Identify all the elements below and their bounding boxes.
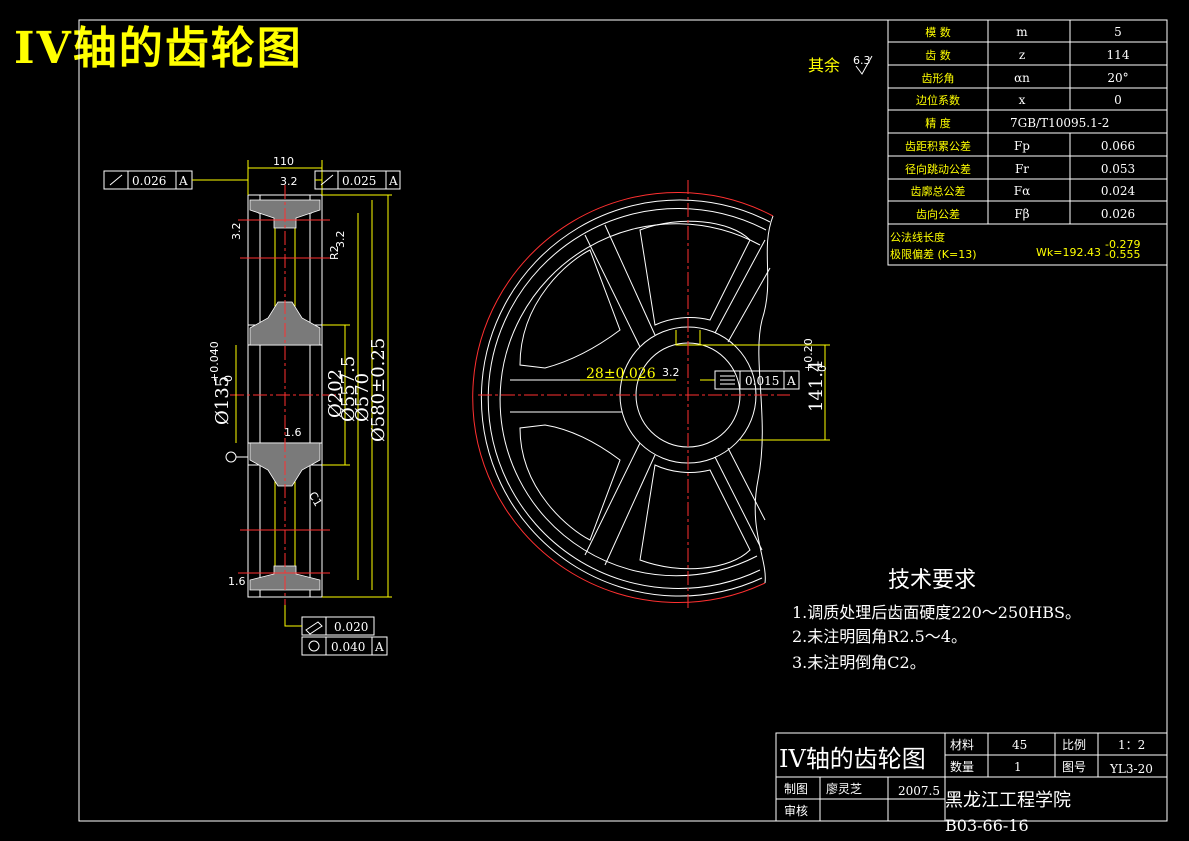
param-symbol: Fα: [1014, 184, 1030, 198]
param-symbol: Fp: [1014, 139, 1030, 153]
tech-req-2: 2.未注明圆角R2.5～4。: [792, 627, 967, 646]
tol-parallel-datum: A: [374, 640, 384, 654]
tb-qty: 1: [1014, 760, 1022, 774]
wk-tol-lower: -0.555: [1105, 248, 1140, 261]
dim-width: 110: [273, 155, 294, 168]
roughness-other-label: 其余: [808, 56, 840, 75]
tech-req-1: 1.调质处理后齿面硬度220～250HBS。: [792, 603, 1081, 622]
dia-bore-tol-upper: +0.040: [208, 341, 221, 382]
tb-drawing-no-label: 图号: [1062, 760, 1086, 774]
tech-req-title: 技术要求: [888, 568, 976, 593]
dia-tip: Ø580±0.25: [368, 338, 389, 442]
wk-label-line2: 极限偏差 (K=13): [890, 247, 977, 261]
param-name: 齿向公差: [916, 207, 960, 221]
tol-flat-value: 0.020: [334, 620, 368, 634]
tb-title: IV轴的齿轮图: [779, 745, 926, 773]
roughness-bottom: 1.6: [228, 575, 246, 588]
section-centerlines: [230, 185, 340, 605]
param-value: 0.026: [1101, 207, 1135, 221]
tol-frame-right: [314, 170, 401, 190]
dia-root: Ø570: [352, 373, 373, 422]
param-symbol: Fr: [1015, 162, 1029, 176]
param-value: 0.024: [1101, 184, 1136, 198]
tol-right-datum: A: [388, 174, 398, 188]
param-value: 0.066: [1101, 139, 1135, 153]
dia-hub: Ø202: [325, 369, 346, 418]
tol-left-datum: A: [178, 174, 188, 188]
param-name: 齿形角: [922, 72, 955, 85]
param-symbol: x: [1019, 93, 1026, 107]
tb-date: 2007.5: [898, 784, 940, 798]
parameter-rows: 模 数 m 5 齿 数 z 114 齿形角 αn 20° 边位系数 x 0 精 度 7GB/T10095.…: [905, 25, 1136, 221]
roughness-top: 3.2: [280, 175, 298, 188]
tb-material-label: 材料: [950, 738, 974, 752]
tol-frame-bottom: [284, 605, 388, 656]
datum-symbol: [225, 451, 248, 463]
param-symbol: z: [1019, 48, 1025, 62]
param-value: 0.053: [1101, 162, 1135, 176]
tb-checked-label: 审核: [784, 803, 808, 818]
key-depth-tol: +0.20: [802, 338, 815, 372]
key-width: 28±0.026: [586, 366, 656, 382]
section-dimensions: [235, 160, 392, 598]
tol-frame-left: [103, 170, 248, 190]
param-name: 齿 数: [925, 49, 951, 62]
page-title: IV轴的齿轮图: [14, 23, 303, 74]
dia-web: Ø557.5: [338, 356, 359, 422]
roughness-left: 3.2: [230, 223, 243, 241]
roughness-chamfer: C1: [306, 490, 325, 509]
dia-bore-tol-lower: 0: [222, 375, 235, 382]
param-symbol: Fβ: [1014, 207, 1029, 221]
param-symbol: m: [1016, 25, 1028, 39]
title-block: [775, 732, 1168, 822]
wk-tol-upper: -0.279: [1105, 238, 1140, 251]
sym-tol-datum: A: [786, 374, 796, 388]
roughness-other-value: 6.3: [853, 54, 871, 67]
param-value: 7GB/T10095.1-2: [1010, 116, 1109, 130]
tol-parallel-value: 0.040: [331, 640, 365, 654]
param-name: 齿距积累公差: [905, 139, 971, 153]
tb-drawn-by: 廖灵芝: [826, 781, 862, 796]
roughness-inner: R2: [328, 245, 341, 260]
param-name: 径向跳动公差: [905, 162, 971, 176]
tech-req-3: 3.未注明倒角C2。: [792, 653, 926, 672]
key-depth-tol-lower: 0: [816, 365, 829, 372]
roughness-inner2: 3.2: [334, 231, 347, 249]
roughness-other-symbol: [855, 55, 873, 75]
drawing-frame: [78, 19, 1168, 822]
param-name: 精 度: [925, 116, 951, 130]
tb-drawing-no: YL3-20: [1109, 762, 1153, 776]
tb-school: 黑龙江工程学院: [945, 790, 1071, 811]
front-view: [472, 180, 830, 610]
param-value: 114: [1107, 48, 1130, 62]
key-depth: 141.4: [806, 360, 827, 412]
roughness-mid: 1.6: [284, 426, 302, 439]
gear-parameter-table: [887, 19, 1168, 266]
tol-right-value: 0.025: [342, 174, 376, 188]
key-roughness: 3.2: [662, 366, 680, 379]
param-name: 模 数: [925, 26, 951, 39]
wk-value: Wk=192.43: [1036, 246, 1101, 259]
tb-drawn-label: 制图: [784, 782, 808, 796]
tb-scale: 1：2: [1118, 738, 1145, 752]
dia-bore: Ø135: [212, 376, 233, 425]
wk-label-line1: 公法线长度: [890, 230, 945, 244]
sym-tol-value: 0.015: [745, 374, 779, 388]
param-value: 20°: [1107, 71, 1128, 85]
tb-scale-label: 比例: [1062, 738, 1086, 752]
param-symbol: αn: [1014, 71, 1030, 85]
tb-qty-label: 数量: [950, 759, 974, 774]
param-name: 齿廓总公差: [911, 184, 966, 198]
tb-material: 45: [1012, 738, 1027, 752]
param-value: 5: [1114, 25, 1122, 39]
sym-tol-frame: [714, 370, 800, 390]
tb-class-code: B03-66-16: [945, 816, 1029, 835]
param-name: 边位系数: [916, 93, 960, 107]
param-value: 0: [1114, 93, 1122, 107]
tol-left-value: 0.026: [132, 174, 166, 188]
